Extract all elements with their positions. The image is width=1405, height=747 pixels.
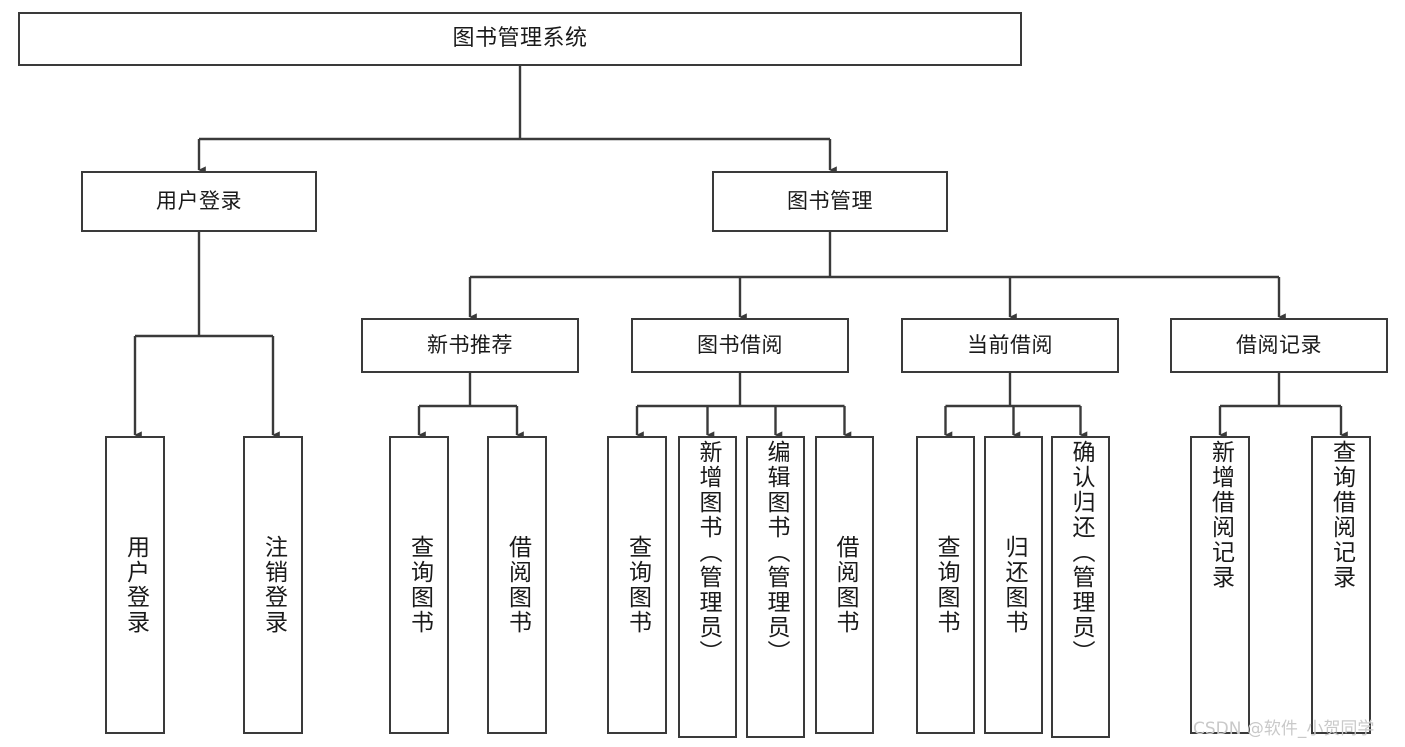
- node-book-borrow[interactable]: 图书借阅: [631, 318, 849, 373]
- csdn-watermark: CSDN @软件_小贺同学: [1193, 719, 1375, 739]
- node-leaf-query-record[interactable]: 查询借阅记录: [1311, 436, 1371, 734]
- node-root[interactable]: 图书管理系统: [18, 12, 1022, 66]
- node-label: 查询图书: [624, 535, 651, 635]
- node-label: 归还图书: [1001, 535, 1027, 635]
- node-leaf-add-record[interactable]: 新增借阅记录: [1190, 436, 1250, 734]
- edge-group: [133, 66, 1348, 439]
- node-label: 新增借阅记录: [1207, 440, 1234, 590]
- node-leaf-borrow-book-a[interactable]: 借阅图书: [487, 436, 547, 734]
- node-leaf-logout[interactable]: 注销登录: [243, 436, 303, 734]
- node-label: 新增图书（管理员）: [695, 440, 721, 665]
- node-label: 图书管理: [787, 188, 873, 213]
- node-leaf-query-book-c[interactable]: 查询图书: [916, 436, 975, 734]
- node-label: 借阅记录: [1236, 332, 1322, 357]
- node-new-book-rec[interactable]: 新书推荐: [361, 318, 579, 373]
- node-leaf-return-book[interactable]: 归还图书: [984, 436, 1043, 734]
- node-label: 新书推荐: [427, 332, 513, 357]
- node-leaf-query-book-a[interactable]: 查询图书: [389, 436, 449, 734]
- node-label: 借阅图书: [832, 535, 858, 635]
- node-leaf-borrow-book-b[interactable]: 借阅图书: [815, 436, 874, 734]
- node-label: 用户登录: [156, 188, 242, 213]
- node-label: 编辑图书（管理员）: [763, 440, 789, 665]
- node-borrow-record[interactable]: 借阅记录: [1170, 318, 1388, 373]
- node-label: 图书管理系统: [452, 25, 588, 51]
- node-user-login[interactable]: 用户登录: [81, 171, 317, 232]
- node-label: 图书借阅: [697, 332, 783, 357]
- node-label: 查询图书: [406, 535, 433, 635]
- node-leaf-user-login[interactable]: 用户登录: [105, 436, 165, 734]
- node-label: 注销登录: [260, 535, 287, 635]
- node-current-borrow[interactable]: 当前借阅: [901, 318, 1119, 373]
- node-leaf-confirm-return[interactable]: 确认归还（管理员）: [1051, 436, 1110, 738]
- node-label: 确认归还（管理员）: [1068, 440, 1094, 665]
- node-leaf-edit-book[interactable]: 编辑图书（管理员）: [746, 436, 805, 738]
- node-label: 查询借阅记录: [1328, 440, 1355, 590]
- node-book-manage[interactable]: 图书管理: [712, 171, 948, 232]
- node-leaf-query-book-b[interactable]: 查询图书: [607, 436, 667, 734]
- node-label: 借阅图书: [504, 535, 531, 635]
- node-label: 用户登录: [122, 535, 149, 635]
- node-label: 当前借阅: [967, 332, 1053, 357]
- node-label: 查询图书: [933, 535, 959, 635]
- node-leaf-add-book[interactable]: 新增图书（管理员）: [678, 436, 737, 738]
